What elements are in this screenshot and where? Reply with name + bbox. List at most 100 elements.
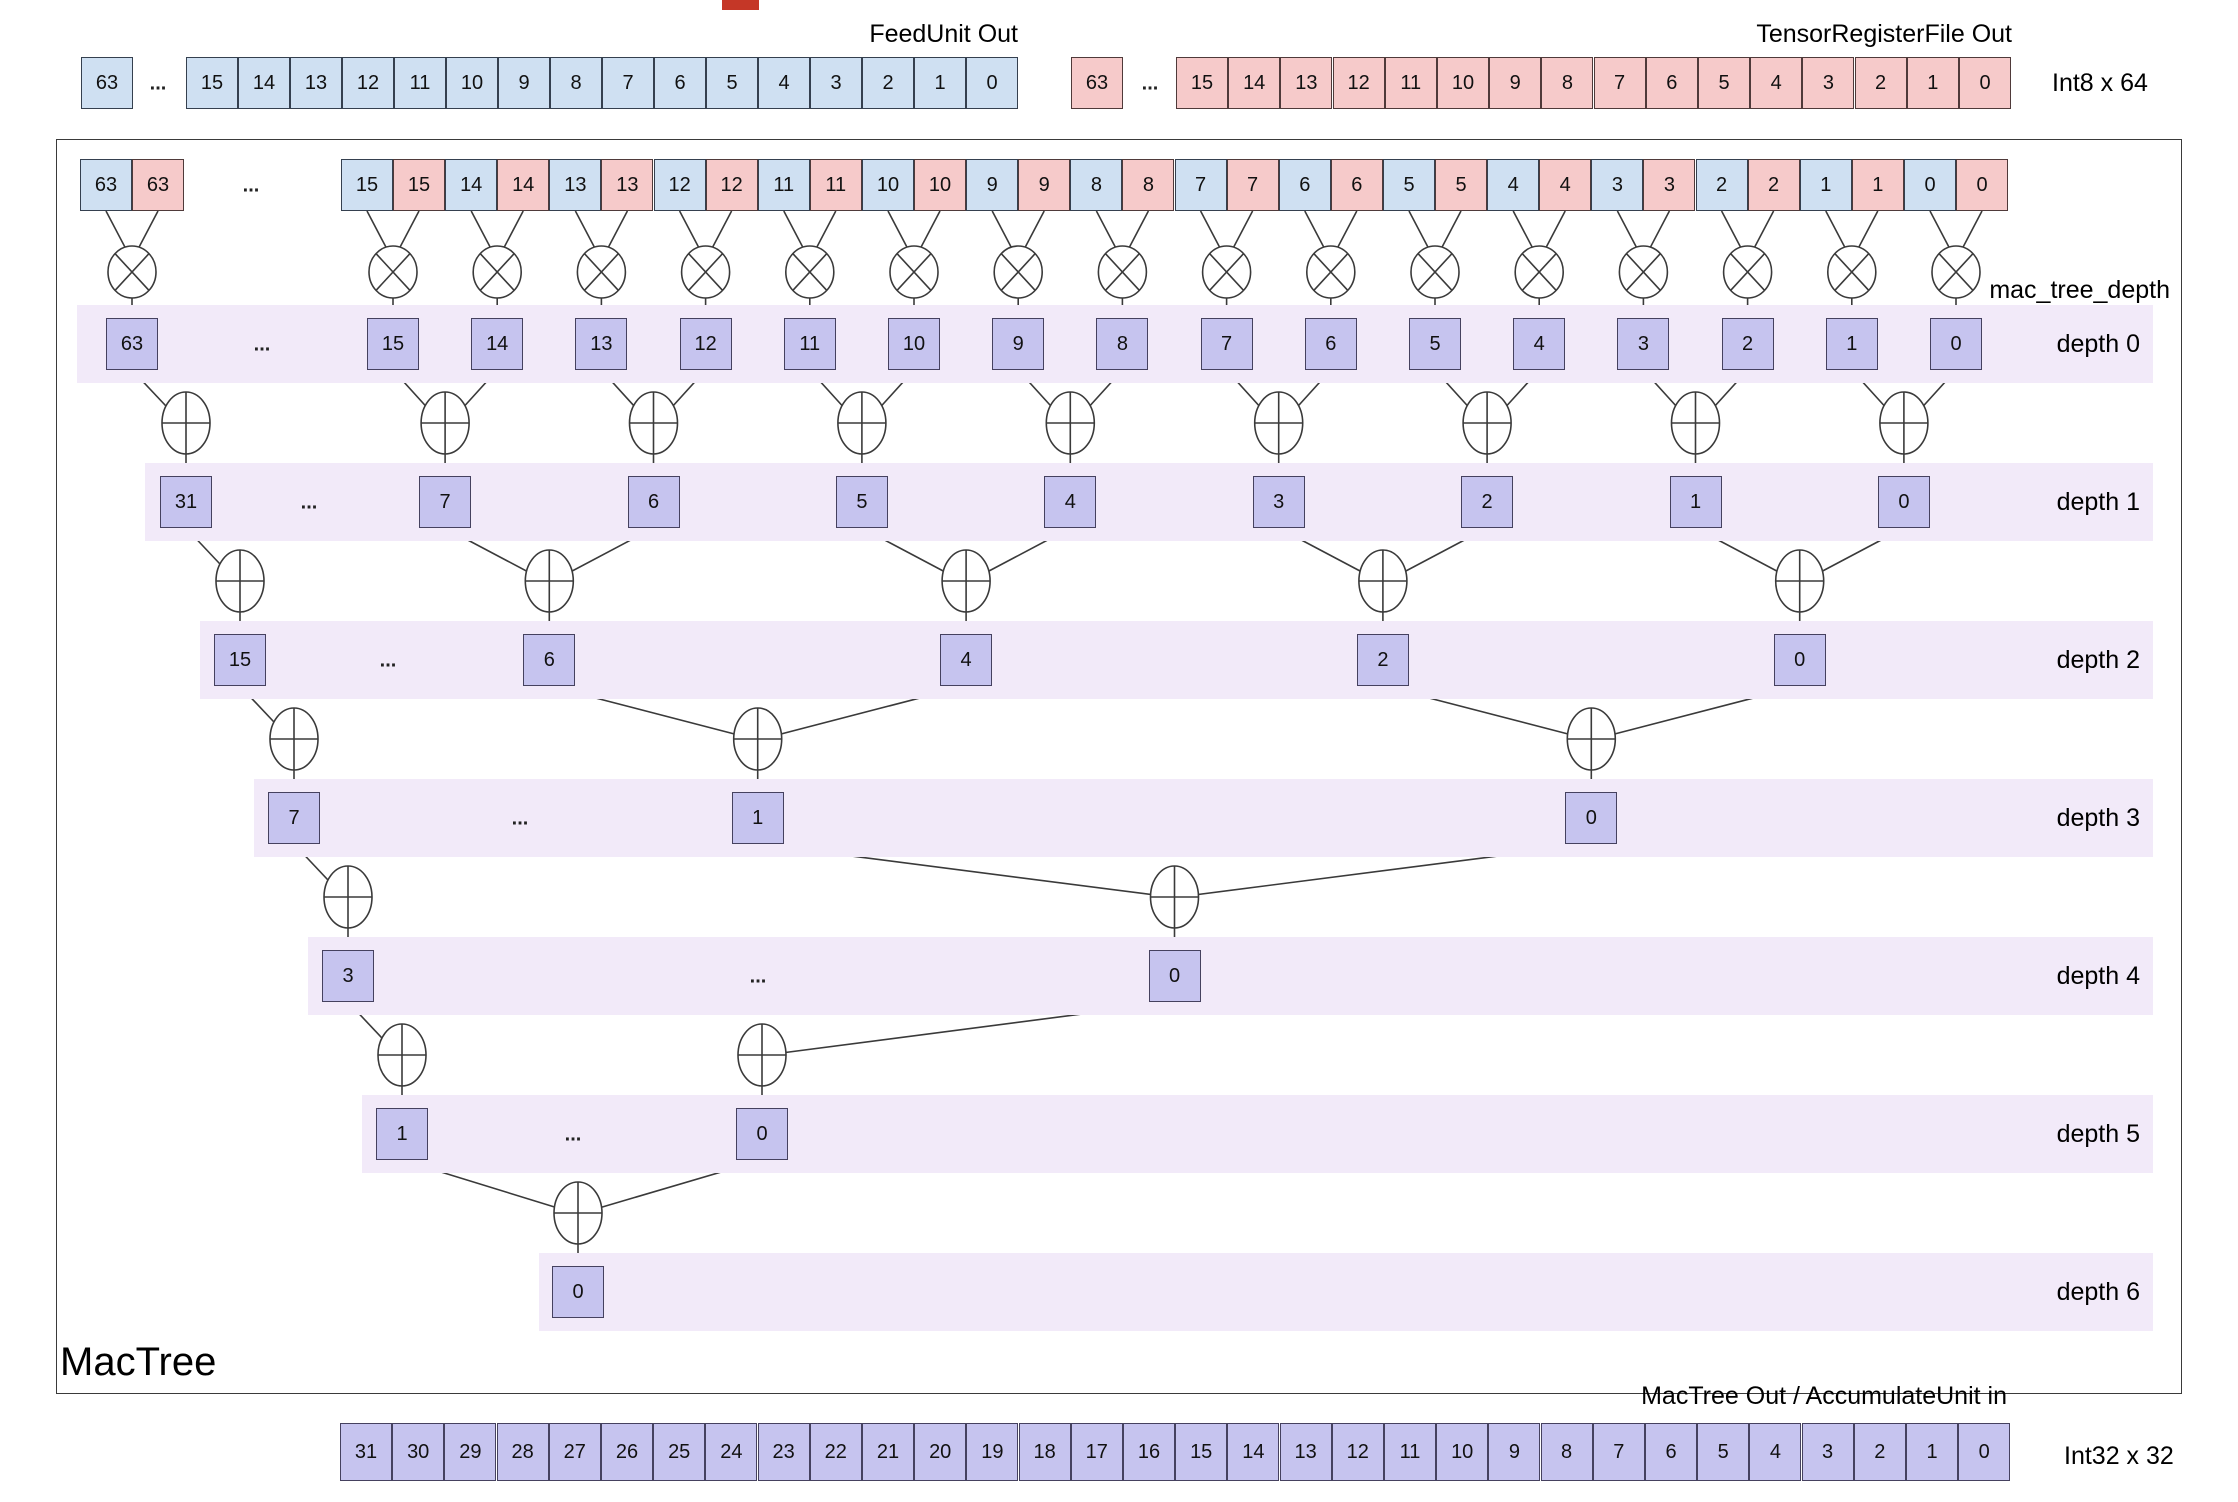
trf-ellipsis: ...	[1141, 72, 1159, 95]
adder-node-d0-0	[161, 391, 211, 455]
adder-node-d0-4	[1045, 391, 1096, 455]
mactree-out-cell-5: 5	[1697, 1423, 1750, 1481]
operand-blue-cell-13: 13	[549, 159, 602, 211]
operand-blue-cell-3: 3	[1591, 159, 1644, 211]
adder-node-d2-2	[1566, 707, 1617, 771]
operand-pink-cell-8: 8	[1122, 159, 1175, 211]
mactree-out-cell-21: 21	[862, 1423, 914, 1481]
mactree-out-cell-14: 14	[1227, 1423, 1280, 1481]
depth3-cell-1: 1	[731, 792, 784, 844]
depth-band-6	[539, 1253, 2153, 1331]
trf-cell-63: 63	[1071, 57, 1123, 109]
mactree-out-cell-22: 22	[809, 1423, 862, 1481]
feedunit-cell-9: 9	[498, 57, 550, 109]
operand-blue-cell-1: 1	[1799, 159, 1852, 211]
mactree-box-label: MacTree	[60, 1340, 217, 1384]
depth0-cell-0: 0	[1930, 318, 1982, 370]
operand-pink-cell-6: 6	[1330, 159, 1383, 211]
depth0-cell-11: 11	[783, 318, 836, 370]
mactree-out-cell-17: 17	[1070, 1423, 1123, 1481]
feedunit-cell-12: 12	[342, 57, 394, 109]
mac-tree-depth-label: mac_tree_depth	[1989, 276, 2170, 304]
trf-cell-13: 13	[1280, 57, 1333, 109]
feedunit-cell-6: 6	[654, 57, 706, 109]
multiply-node-13	[576, 245, 627, 299]
feedunit-cell-15: 15	[186, 57, 238, 109]
depth-label-4: depth 4	[2056, 962, 2140, 990]
feedunit-cell-2: 2	[862, 57, 914, 109]
operand-blue-cell-11: 11	[757, 159, 810, 211]
operand-pink-cell-13: 13	[601, 159, 654, 211]
adder-node-d0-8	[1879, 391, 1929, 455]
operand-pink-cell-10: 10	[914, 159, 966, 211]
depth6-cell-0: 0	[552, 1266, 604, 1318]
trf-cell-0: 0	[1959, 57, 2011, 109]
mactree-box	[56, 139, 2182, 1394]
operand-pink-cell-3: 3	[1643, 159, 1696, 211]
adder-node-d1-2	[941, 549, 991, 613]
trf-cell-2: 2	[1854, 57, 1907, 109]
depth0-cell-9: 9	[992, 318, 1045, 370]
operand-pink-cell-7: 7	[1226, 159, 1279, 211]
mactree-out-cell-25: 25	[653, 1423, 706, 1481]
multiply-node-5	[1410, 245, 1460, 299]
mactree-out-cell-29: 29	[444, 1423, 497, 1481]
depth0-cell-6: 6	[1304, 318, 1357, 370]
mactree-out-cell-31: 31	[340, 1423, 392, 1481]
operand-blue-cell-15: 15	[341, 159, 393, 211]
depth3-ellipsis: ...	[511, 807, 529, 830]
depth-label-6: depth 6	[2056, 1278, 2140, 1306]
adder-node-d1-1	[524, 549, 575, 613]
mactree-out-cell-0: 0	[1958, 1423, 2011, 1481]
feedunit-cell-8: 8	[550, 57, 602, 109]
depth-label-2: depth 2	[2056, 646, 2140, 674]
feedunit-out-label: FeedUnit Out	[869, 20, 1018, 48]
depth-band-4	[308, 937, 2153, 1015]
operand-blue-cell-10: 10	[862, 159, 914, 211]
depth0-cell-3: 3	[1617, 318, 1670, 370]
depth0-cell-12: 12	[679, 318, 732, 370]
multiply-node-10	[889, 245, 939, 299]
depth-band-5	[362, 1095, 2153, 1173]
depth0-cell-1: 1	[1825, 318, 1878, 370]
operand-blue-cell-63: 63	[80, 159, 132, 211]
mactree-out-cell-10: 10	[1436, 1423, 1489, 1481]
depth5-cell-1: 1	[376, 1108, 428, 1160]
mactree-out-cell-20: 20	[914, 1423, 967, 1481]
depth0-cell-13: 13	[575, 318, 628, 370]
operand-pink-cell-5: 5	[1435, 159, 1487, 211]
depth4-cell-0: 0	[1148, 950, 1201, 1002]
depth2-ellipsis: ...	[379, 649, 397, 672]
operand-ellipsis: ...	[242, 174, 260, 197]
operand-pink-cell-63: 63	[132, 159, 184, 211]
depth2-cell-0: 0	[1773, 634, 1826, 686]
adder-node-d0-7	[1670, 391, 1721, 455]
adder-node-d1-3	[1358, 549, 1408, 613]
mactree-out-cell-27: 27	[548, 1423, 601, 1481]
depth1-cell-4: 4	[1044, 476, 1097, 528]
depth0-cell-10: 10	[888, 318, 940, 370]
mactree-out-cell-15: 15	[1175, 1423, 1228, 1481]
operand-pink-cell-11: 11	[809, 159, 862, 211]
mactree-out-cell-28: 28	[496, 1423, 549, 1481]
mactree-out-cell-4: 4	[1749, 1423, 1802, 1481]
feedunit-cell-5: 5	[706, 57, 758, 109]
adder-node-d2-0	[269, 707, 319, 771]
multiply-node-2	[1722, 245, 1773, 299]
mactree-out-cell-13: 13	[1279, 1423, 1332, 1481]
adder-node-d0-3	[837, 391, 887, 455]
multiply-node-12	[680, 245, 731, 299]
depth0-cell-2: 2	[1721, 318, 1774, 370]
operand-blue-cell-2: 2	[1695, 159, 1748, 211]
mactree-out-cell-2: 2	[1853, 1423, 1906, 1481]
depth0-cell-5: 5	[1409, 318, 1461, 370]
depth2-cell-4: 4	[940, 634, 993, 686]
int8-type-label: Int8 x 64	[2052, 69, 2148, 97]
trf-cell-8: 8	[1541, 57, 1594, 109]
trf-cell-7: 7	[1593, 57, 1646, 109]
multiply-node-14	[472, 245, 523, 299]
trf-cell-4: 4	[1750, 57, 1803, 109]
depth1-cell-1: 1	[1669, 476, 1722, 528]
mactree-out-cell-30: 30	[392, 1423, 445, 1481]
trf-cell-9: 9	[1489, 57, 1542, 109]
